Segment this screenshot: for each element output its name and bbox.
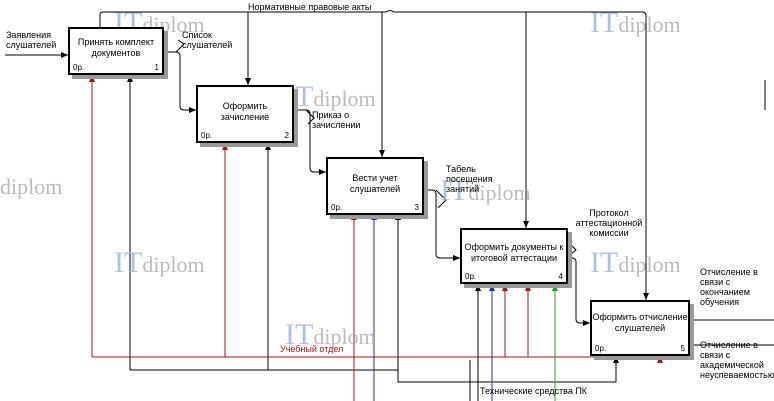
activity-box-1[interactable]: Принять комплект документов 0р. 1 xyxy=(68,27,164,75)
activity-number: 2 xyxy=(284,131,289,140)
activity-number: 5 xyxy=(680,344,685,353)
activity-cost: 0р. xyxy=(73,63,85,72)
dept-arrows xyxy=(89,75,663,401)
watermark: ITdiplom xyxy=(590,6,681,39)
watermark: ITdiplom xyxy=(590,246,681,279)
list-label: Список слушателей xyxy=(182,30,233,50)
dept-label: Учебный отдел xyxy=(280,344,344,354)
timesheet-label: Табель посещения занятий xyxy=(446,164,493,194)
activity-title: Оформить зачисление xyxy=(220,101,270,122)
activity-box-3[interactable]: Вести учет слушателей 0р. 3 xyxy=(326,157,424,215)
activity-box-4[interactable]: Оформить документы к итоговой аттестации… xyxy=(460,228,568,284)
activity-cost: 0р. xyxy=(465,272,477,281)
activity-number: 4 xyxy=(558,272,563,281)
activity-number: 3 xyxy=(414,203,419,212)
output-expulsion-label: Отчисление в связи с академической неусп… xyxy=(700,340,774,380)
watermark: diplom xyxy=(0,174,63,199)
control-arrows xyxy=(5,10,774,401)
watermark: ITdiplom xyxy=(285,80,376,113)
activity-title: Вести учет слушателей xyxy=(349,173,401,194)
activity-cost: 0р. xyxy=(201,131,213,140)
activity-cost: 0р. xyxy=(595,344,607,353)
protocol-label: Протокол аттестационной комиссии xyxy=(575,208,643,238)
watermark: ITdiplom xyxy=(285,318,376,351)
activity-cost: 0р. xyxy=(331,203,343,212)
activity-box-2[interactable]: Оформить зачисление 0р. 2 xyxy=(196,85,294,143)
activity-box-5[interactable]: Оформить отчисление слушателей 0р. 5 xyxy=(590,300,690,356)
control-label: Нормативные правовые акты xyxy=(248,2,372,12)
tech-label: Технические средства ПК xyxy=(480,386,588,396)
activity-number: 1 xyxy=(154,63,159,72)
activity-title: Принять комплект документов xyxy=(77,37,155,58)
watermark: ITdiplom xyxy=(114,246,205,279)
input-label: Заявления слушателей xyxy=(6,30,57,50)
activity-title: Оформить документы к итоговой аттестации xyxy=(464,242,564,263)
order-label: Приказ о зачислении xyxy=(312,110,361,130)
activity-title: Оформить отчисление слушателей xyxy=(592,312,688,333)
output-graduation-label: Отчисление в связи с окончанием обучения xyxy=(700,267,758,307)
watermark: ITdiplom xyxy=(440,174,531,207)
